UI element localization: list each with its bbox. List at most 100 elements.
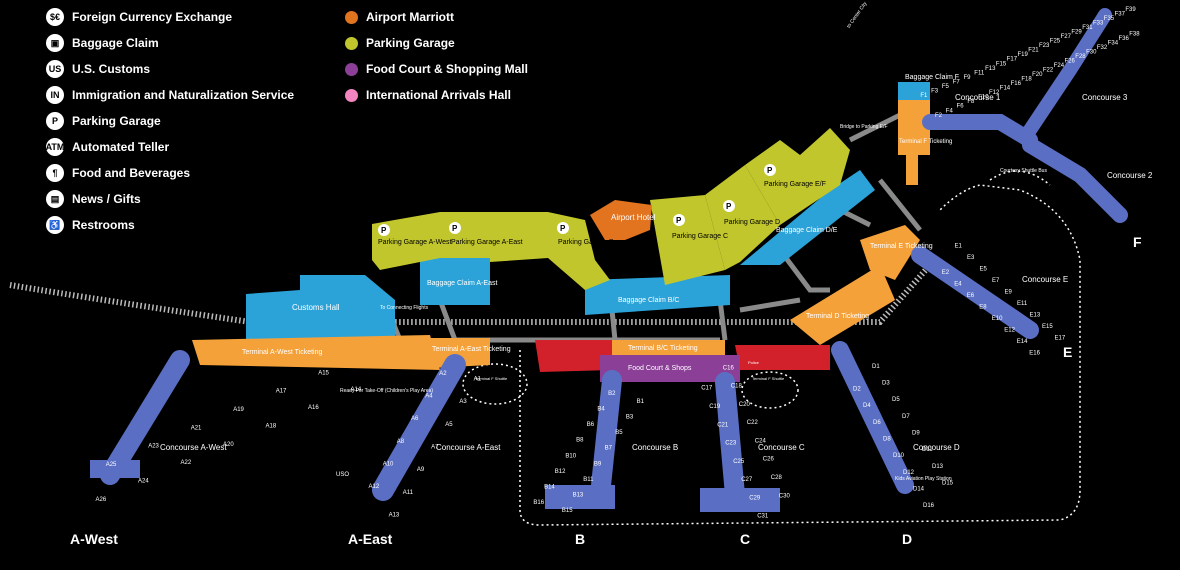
kids-station-label: Kids Aviation Play Station: [895, 476, 952, 482]
legend-area-item: Airport Marriott: [345, 4, 585, 30]
legend-swatch: [345, 88, 358, 102]
gate-label: E6: [967, 293, 975, 299]
gate-label: D13: [932, 464, 944, 470]
gate-label: F18: [1021, 77, 1032, 83]
gate-label: F2: [935, 113, 943, 119]
terminal-e-label: Terminal E Ticketing: [870, 243, 933, 250]
gate-label: F4: [946, 108, 954, 114]
svg-text:P: P: [560, 224, 566, 233]
gate-label: E2: [942, 270, 950, 276]
restrooms-icon: ♿: [46, 216, 64, 234]
concourse-1: [922, 114, 1038, 148]
gate-label: A18: [266, 424, 277, 430]
garage-c-label: Parking Garage C: [672, 233, 728, 240]
gate-label: D12: [903, 470, 915, 476]
concourse-a-west: [100, 350, 190, 485]
gate-label: A24: [138, 479, 149, 485]
uso-label: USO: [336, 472, 349, 478]
gate-label: F22: [1043, 68, 1054, 74]
terminal-f-shuttle-label-2: Terminal F Shuttle: [752, 376, 785, 381]
gate-label: B11: [583, 477, 594, 483]
baggage-a-east-label: Baggage Claim A-East: [427, 280, 497, 287]
gate-label: C17: [701, 386, 713, 392]
garage-a-west-label: Parking Garage A-West: [378, 239, 451, 246]
customs-hall-label: Customs Hall: [292, 303, 340, 312]
terminal-a-west-label: Terminal A-West Ticketing: [242, 349, 323, 356]
gate-label: E5: [980, 267, 988, 273]
gate-label: C30: [779, 493, 791, 499]
gate-label: A1: [474, 377, 482, 383]
gate-label: B9: [594, 461, 602, 467]
legend-item: ¶Food and Beverages: [46, 160, 336, 186]
gate-label: E14: [1017, 339, 1028, 345]
gate-label: F25: [1050, 39, 1061, 45]
gate-label: F23: [1039, 43, 1050, 49]
gate-label: F38: [1129, 31, 1140, 37]
legend-area-item: Food Court & Shopping Mall: [345, 56, 585, 82]
gate-label: F16: [1011, 81, 1022, 87]
gate-label: F3: [931, 88, 939, 94]
gate-label: C20: [739, 402, 751, 408]
concourse-c-label: Concourse C: [758, 443, 805, 452]
legend-swatch: [345, 10, 358, 24]
legend-item: ▤News / Gifts: [46, 186, 336, 212]
gate-label: F20: [1032, 72, 1043, 78]
legend: $€Foreign Currency Exchange▣Baggage Clai…: [46, 4, 336, 238]
parking-garage-icon: P: [46, 112, 64, 130]
airport-hotel: [590, 200, 652, 240]
gate-label: F5: [942, 84, 950, 90]
baggage-de-label: Baggage Claim D/E: [776, 227, 838, 234]
gate-label: F11: [974, 70, 985, 76]
gate-label: D1: [872, 364, 880, 370]
gate-label: F7: [953, 79, 961, 85]
gate-label: A15: [318, 370, 329, 376]
gate-label: F32: [1097, 45, 1108, 51]
shuttle-routes: [462, 170, 1081, 526]
gate-label: A14: [351, 387, 362, 393]
gate-label: B8: [576, 438, 584, 444]
play-area-label: Ready For Take-Off (Children's Play Area…: [340, 388, 433, 394]
legend-area-label: Parking Garage: [366, 36, 455, 50]
baggage-claim-bc: [585, 275, 730, 315]
legend-item-label: Restrooms: [72, 218, 135, 232]
legend-item-label: Parking Garage: [72, 114, 161, 128]
terminal-e-ticketing: [860, 225, 920, 280]
garage-ef-label: Parking Garage E/F: [764, 181, 826, 188]
gate-label: F28: [1075, 54, 1086, 60]
terminal-d-ticketing: [790, 265, 895, 345]
gate-label: C24: [755, 439, 767, 445]
gate-label: C28: [771, 475, 783, 481]
terminal-f-label: Terminal F Ticketing: [899, 139, 952, 145]
gate-label: E15: [1042, 324, 1053, 330]
terminal-red-b: [535, 340, 612, 372]
legend-area-label: Airport Marriott: [366, 10, 454, 24]
gate-label: F33: [1093, 21, 1104, 27]
gate-label: B10: [565, 453, 576, 459]
legend-item: P Parking Garage: [46, 108, 336, 134]
gate-label: F26: [1065, 59, 1076, 65]
parking-garage-a-east: [440, 212, 548, 262]
gate-label: F31: [1082, 25, 1093, 31]
gate-label: E17: [1055, 336, 1066, 342]
legend-item: ♿ Restrooms: [46, 212, 336, 238]
gate-label: D11: [922, 447, 933, 453]
gate-label: A11: [403, 490, 414, 496]
gate-label: B13: [573, 493, 584, 499]
baggage-claim-a-east: [420, 258, 490, 305]
gate-label: F14: [1000, 86, 1011, 92]
gate-label: A9: [417, 467, 425, 473]
gate-labels: A14A15A16A17A18A19A20A21A22A23A24A25A26A…: [96, 7, 1141, 520]
gate-label: A2: [439, 371, 447, 377]
gate-label: F17: [1007, 57, 1018, 63]
gate-label: B16: [533, 500, 544, 506]
gate-label: F30: [1086, 49, 1097, 55]
section-b: B: [575, 531, 585, 547]
gate-label: F36: [1119, 36, 1130, 42]
customs-hall: [246, 275, 395, 340]
garage-b-label: Parking Garage B: [558, 239, 614, 246]
gate-label: A6: [411, 416, 419, 422]
baggage-claim-de: [740, 170, 875, 265]
